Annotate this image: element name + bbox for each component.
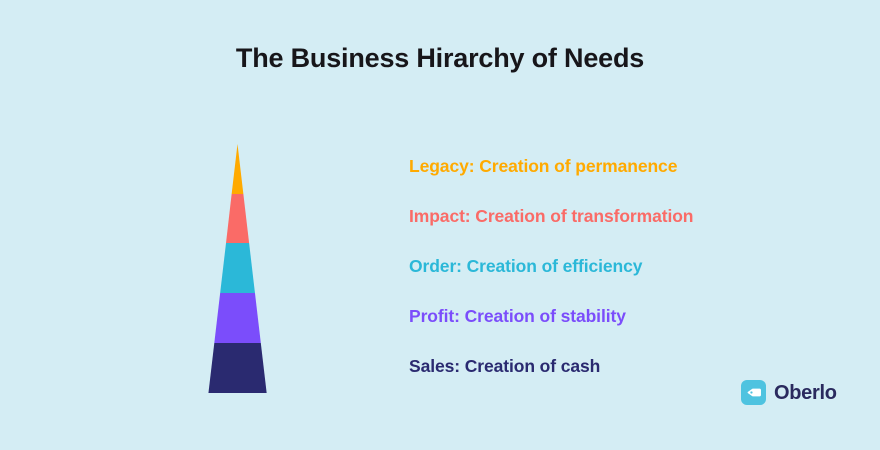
legend-item-impact: Impact: Creation of transformation [409,206,694,226]
pyramid-band-profit[interactable] [214,293,261,343]
legend-item-order: Order: Creation of efficiency [409,256,643,276]
pyramid-band-legacy[interactable] [231,144,244,194]
pyramid-band-sales[interactable] [208,343,267,393]
price-tag-icon [741,380,766,405]
pyramid-band-impact[interactable] [226,194,250,243]
brand-logo: Oberlo [741,380,837,405]
legend-item-legacy: Legacy: Creation of permanence [409,156,678,176]
page-title: The Business Hirarchy of Needs [235,43,645,73]
pyramid-svg [208,144,267,393]
price-tag-glyph [747,388,761,397]
pyramid-chart [88,138,388,400]
legend-item-profit: Profit: Creation of stability [409,306,626,326]
brand-name: Oberlo [774,381,837,404]
legend-item-sales: Sales: Creation of cash [409,356,601,376]
pyramid-band-order[interactable] [220,243,255,293]
